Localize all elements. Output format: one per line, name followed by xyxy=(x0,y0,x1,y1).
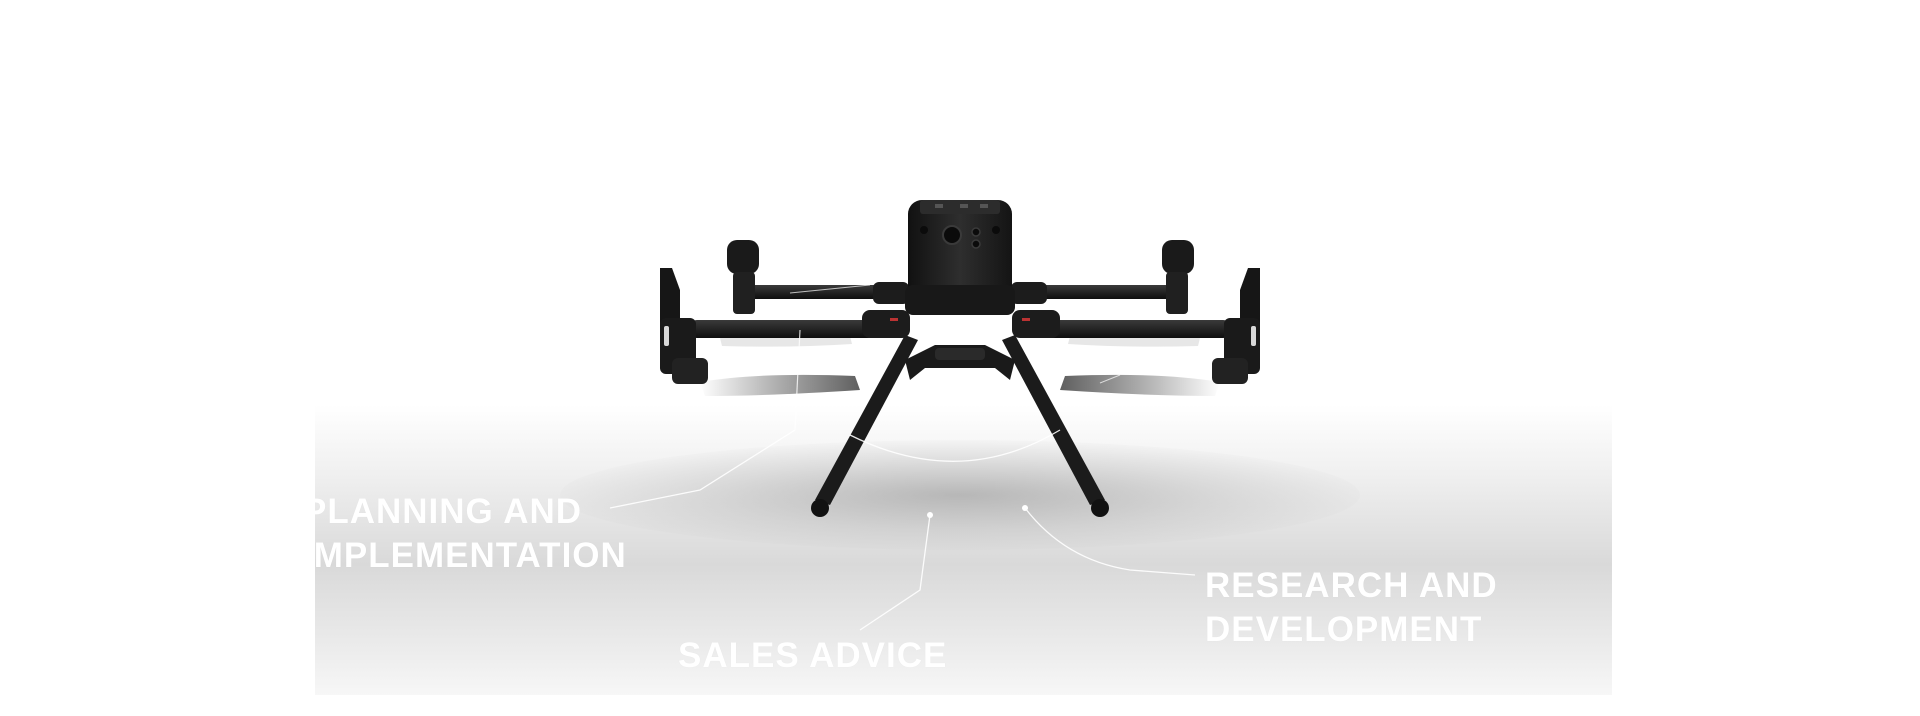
research-line-1: RESEARCH AND xyxy=(1205,566,1498,605)
callout-sales-label: SALES ADVICE xyxy=(678,634,947,678)
planning-line-1: PLANNING AND xyxy=(315,492,583,531)
front-right-arm xyxy=(1045,320,1230,338)
research-line-2: DEVELOPMENT xyxy=(1205,610,1483,649)
drone-body xyxy=(908,200,1012,312)
callout-planning-label: PLANNING AND IMPLEMENTATION xyxy=(315,490,645,578)
sales-line-1: SALES ADVICE xyxy=(678,636,948,675)
gimbal-mount xyxy=(905,345,1015,380)
planning-line-2: IMPLEMENTATION xyxy=(315,536,627,575)
right-landing-leg xyxy=(1002,335,1105,505)
rear-left-arm xyxy=(745,285,885,299)
right-propeller xyxy=(1060,374,1220,396)
callout-research-label: RESEARCH AND DEVELOPMENT xyxy=(1205,564,1525,652)
front-left-arm xyxy=(690,320,875,338)
left-propeller xyxy=(700,374,860,396)
left-landing-leg xyxy=(815,335,918,505)
rear-right-arm xyxy=(1035,285,1175,299)
front-camera-icon xyxy=(942,225,962,245)
